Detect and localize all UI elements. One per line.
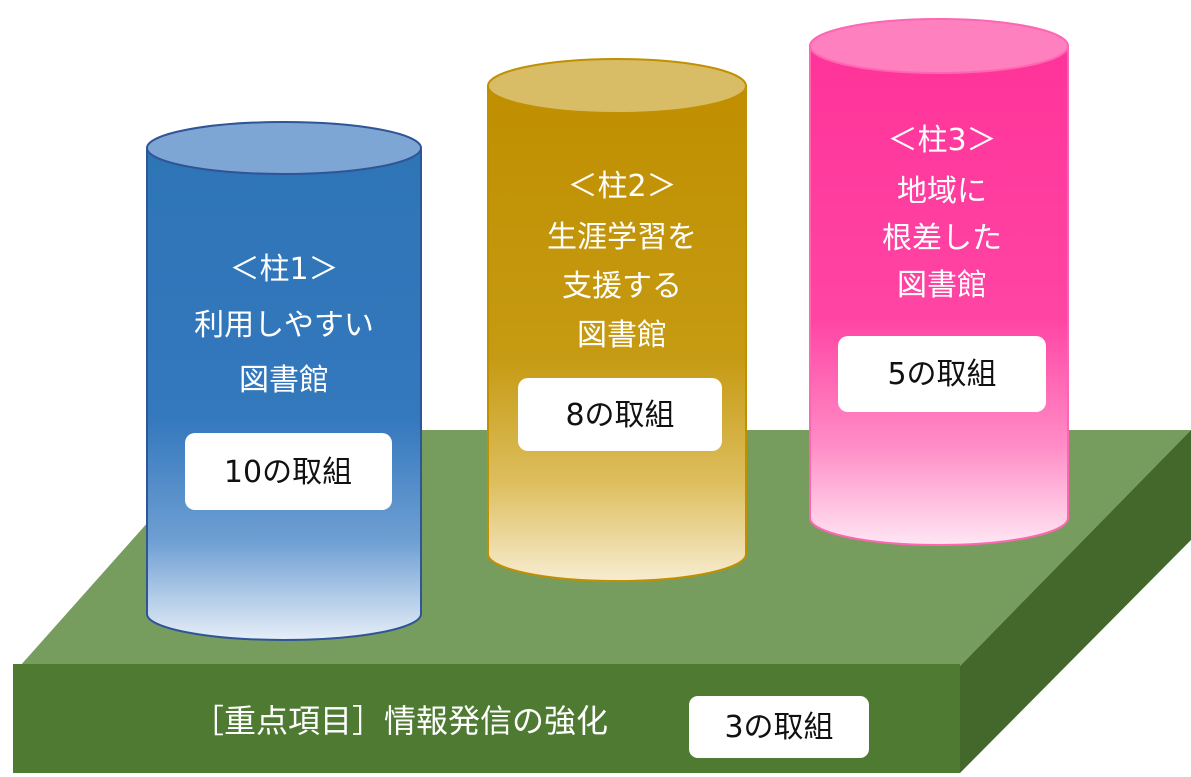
pillar-1-heading: ＜柱1＞ (229, 252, 338, 287)
pillar-1: ＜柱1＞ 利用しやすい 図書館 10の取組 (146, 121, 422, 641)
pillar-1-line-1: 利用しやすい (194, 308, 374, 343)
pillar-1-body (146, 147, 422, 641)
pillar-3-badge-text: 5の取組 (887, 357, 996, 392)
pillar-2-badge (518, 378, 722, 451)
pillar-1-top (146, 121, 422, 175)
pillar-3-line-3: 図書館 (897, 268, 987, 303)
pillar-1-badge-text: 10の取組 (224, 455, 352, 490)
base-badge-text: 3の取組 (724, 710, 833, 745)
pillar-2-body (487, 85, 747, 582)
pillar-2-line-1: 生涯学習を (547, 220, 697, 255)
pillar-2-badge-text: 8の取組 (565, 398, 674, 433)
base-platform-side (960, 430, 1191, 773)
pillar-3-badge (838, 336, 1046, 412)
pillar-2: ＜柱2＞ 生涯学習を 支援する 図書館 8の取組 (487, 58, 747, 582)
pillar-3-line-2: 根差した (882, 221, 1002, 256)
pillar-3-body (809, 45, 1069, 546)
pillar-3-line-1: 地域に (897, 174, 987, 209)
pillar-2-line-2: 支援する (562, 269, 682, 304)
base-badge (689, 696, 869, 758)
pillar-1-badge (185, 433, 392, 510)
pillar-2-top (487, 58, 747, 114)
pillar-1-line-2: 図書館 (239, 363, 329, 398)
pillar-2-heading: ＜柱2＞ (567, 169, 676, 204)
pillar-3-top (809, 18, 1069, 74)
pillar-3-heading: ＜柱3＞ (887, 123, 996, 158)
pillar-2-line-3: 図書館 (577, 318, 667, 353)
pillar-3: ＜柱3＞ 地域に 根差した 図書館 5の取組 (809, 18, 1069, 546)
base-label: ［重点項目］情報発信の強化 (192, 702, 608, 740)
